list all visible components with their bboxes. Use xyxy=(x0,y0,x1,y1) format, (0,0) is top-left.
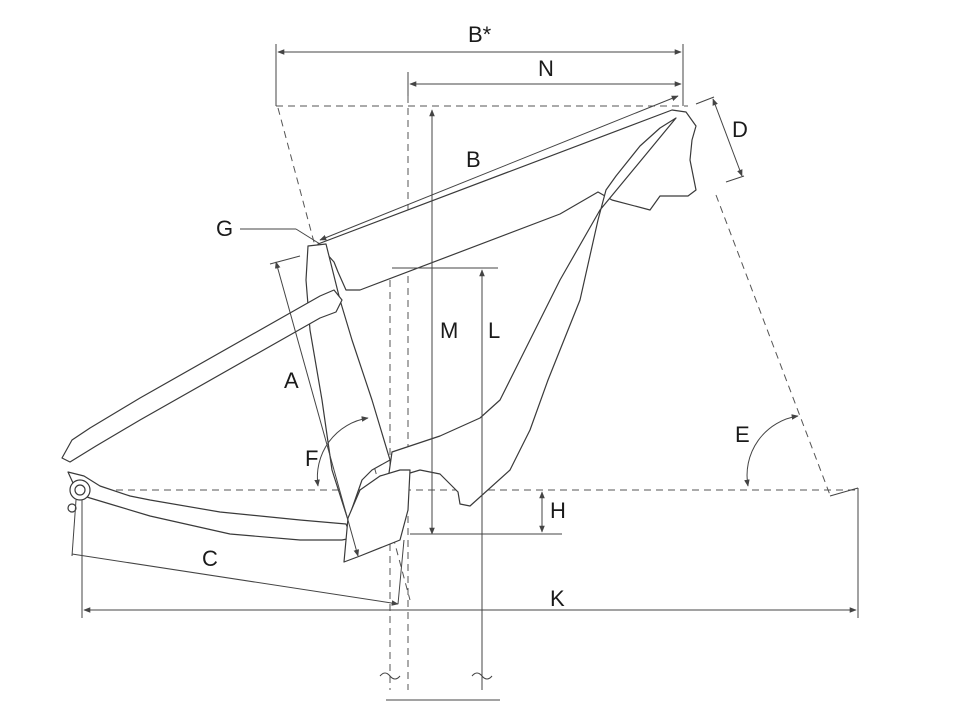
dimension-d: D xyxy=(695,96,748,183)
label-c: C xyxy=(202,546,218,571)
label-k: K xyxy=(550,586,565,611)
dimension-l: L xyxy=(392,267,500,690)
frame-outline xyxy=(61,109,697,563)
break-marks xyxy=(379,672,500,701)
label-e: E xyxy=(735,422,750,447)
label-b-star: B* xyxy=(468,22,492,47)
top-tube xyxy=(317,109,697,291)
dimension-c: C xyxy=(71,499,405,606)
label-g: G xyxy=(216,216,233,241)
label-d: D xyxy=(732,117,748,142)
dimension-n: N xyxy=(407,56,682,96)
rear-dropout xyxy=(67,479,91,513)
label-m: M xyxy=(440,318,458,343)
label-h: H xyxy=(550,498,566,523)
head-axis-dashed xyxy=(715,194,831,496)
dimension-h: H xyxy=(410,491,566,535)
dimension-k: K xyxy=(81,500,857,618)
angle-f: F xyxy=(305,416,369,487)
angle-e: E xyxy=(735,414,799,487)
label-l: L xyxy=(488,318,500,343)
label-b: B xyxy=(466,147,481,172)
dimension-a: A xyxy=(269,255,360,557)
seat-stay xyxy=(61,289,343,463)
dimension-b: B xyxy=(319,95,679,241)
dimension-m: M xyxy=(429,109,458,535)
bottom-bracket xyxy=(343,469,411,563)
label-a: A xyxy=(284,368,299,393)
label-n: N xyxy=(538,56,554,81)
dimension-b-star: B* xyxy=(275,22,684,106)
front-dropout-marker xyxy=(829,487,859,618)
chain-stay xyxy=(67,471,353,541)
dimension-g: G xyxy=(216,216,321,245)
label-f: F xyxy=(305,446,318,471)
